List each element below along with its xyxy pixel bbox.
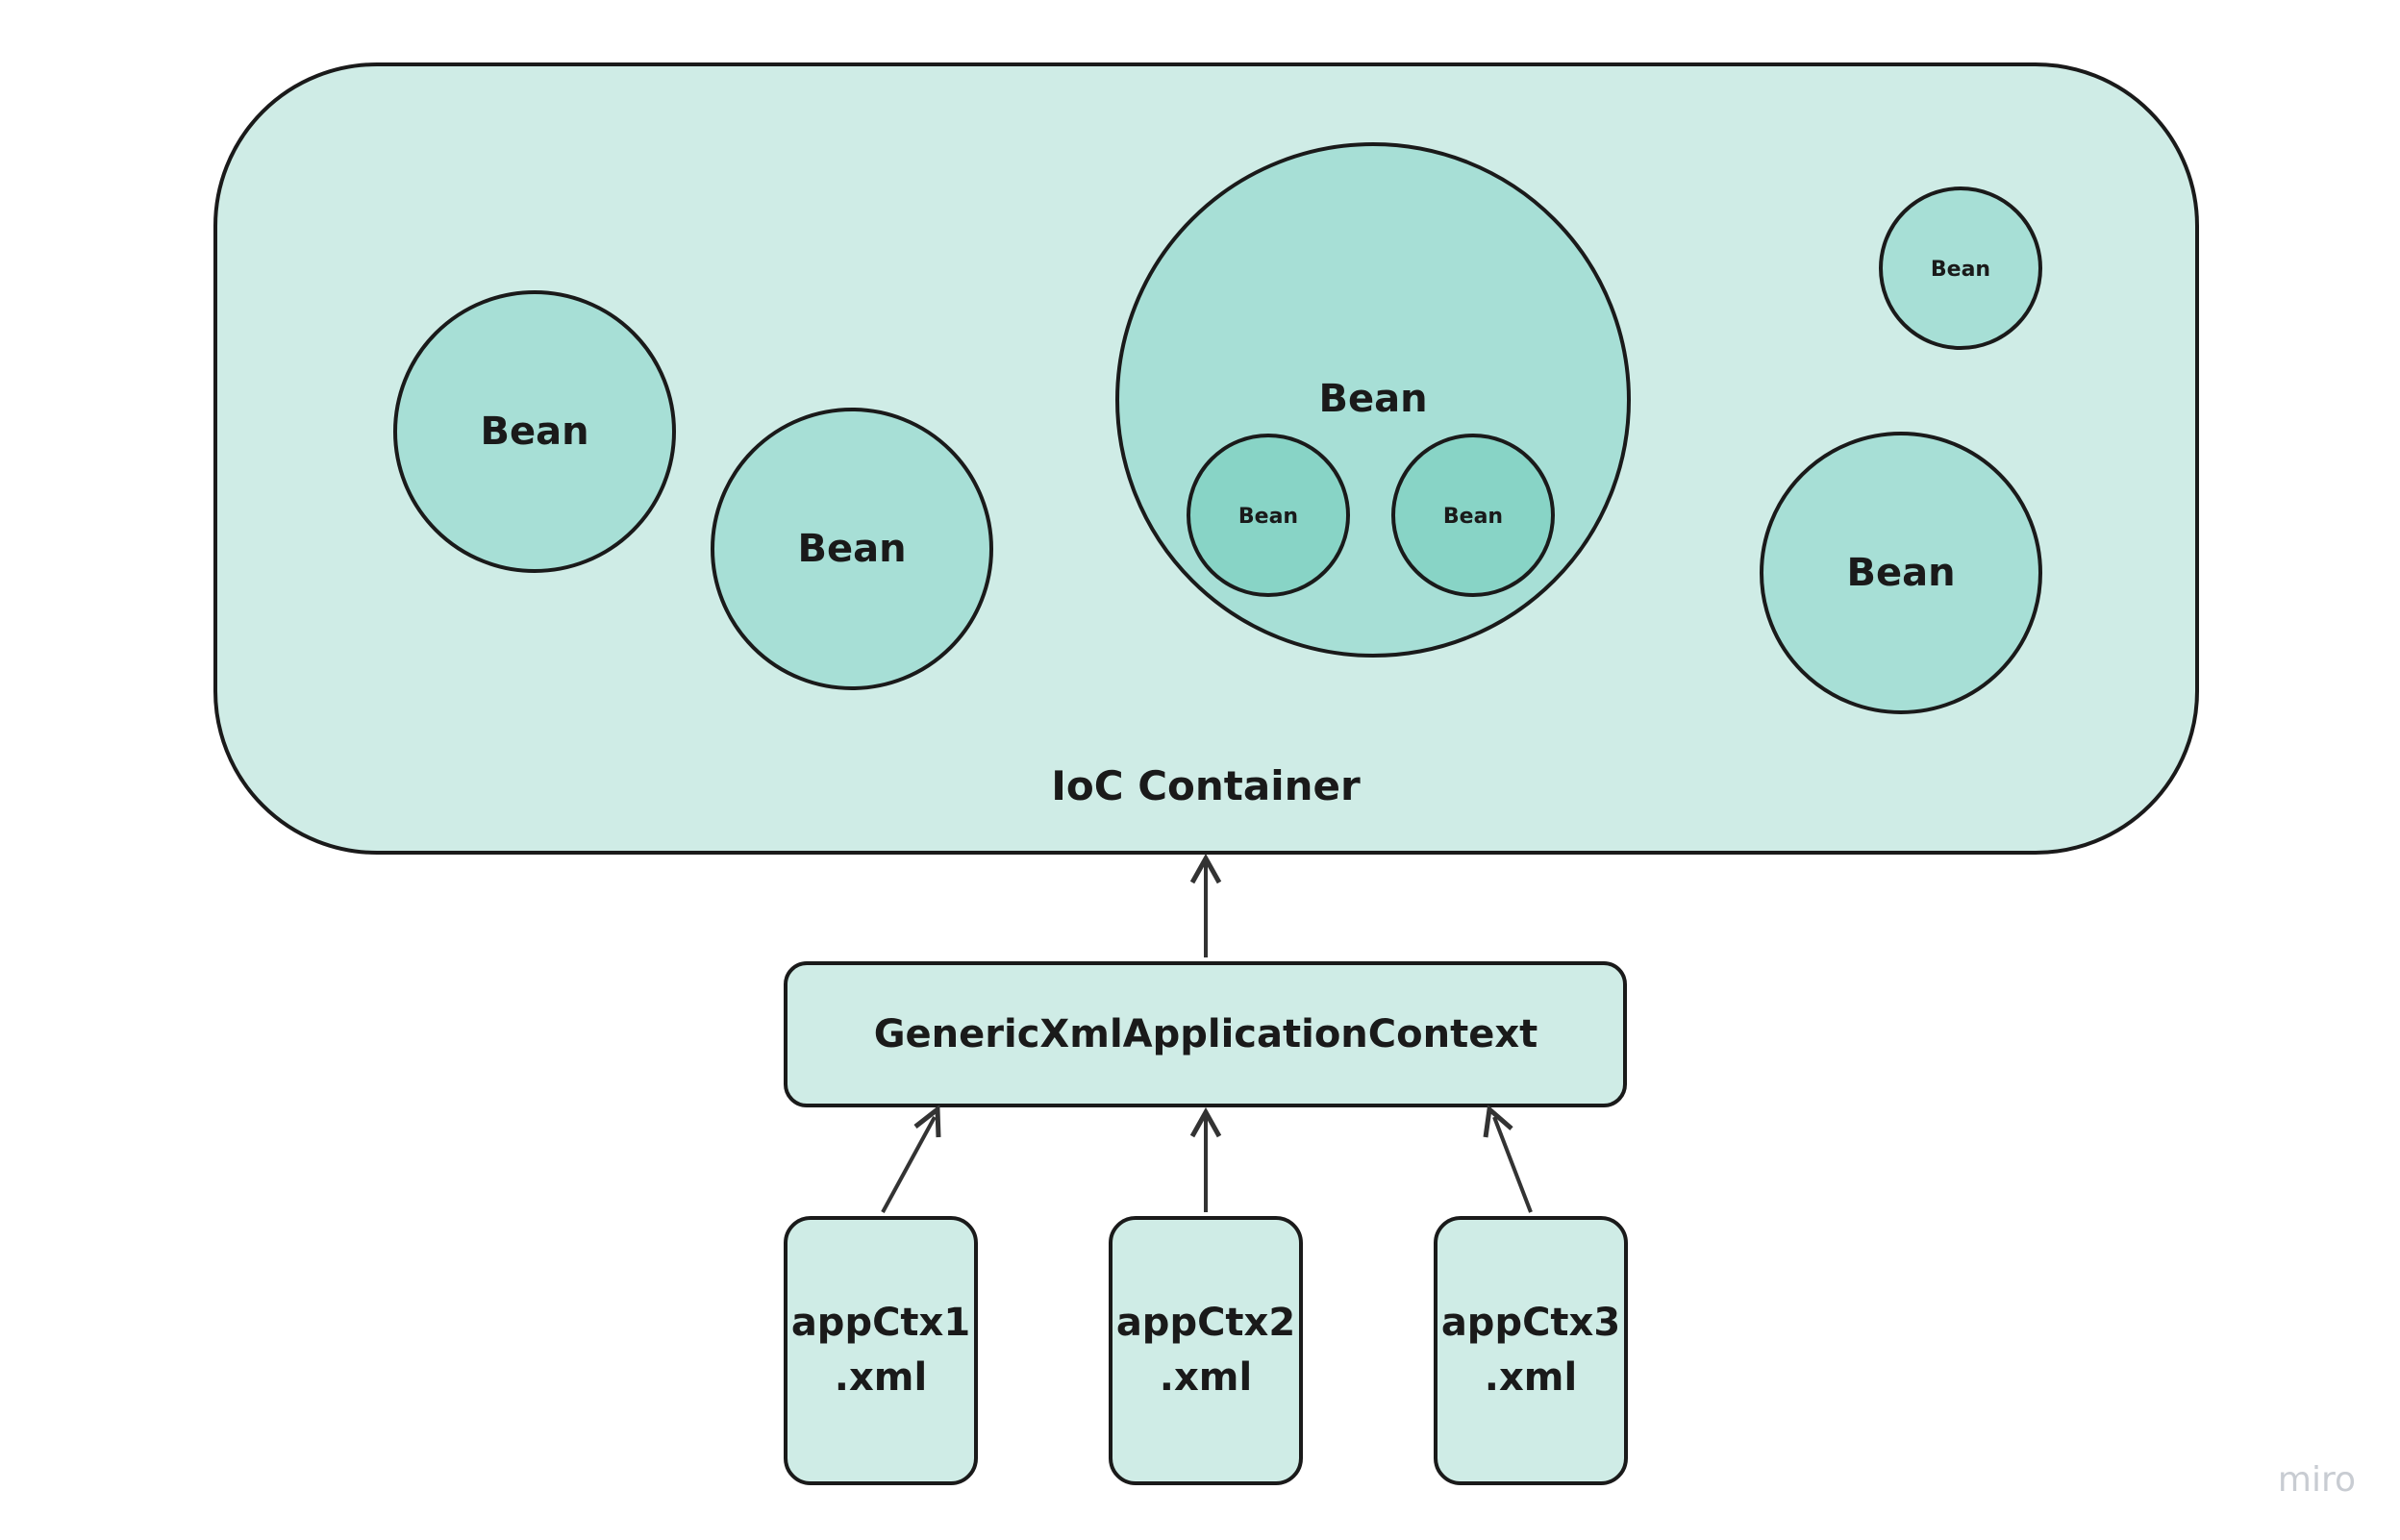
file-appctx2-ext: .xml xyxy=(1160,1355,1252,1400)
bean-3-inner-1[interactable]: Bean xyxy=(1187,434,1350,597)
file-appctx3[interactable]: appCtx3 .xml xyxy=(1434,1216,1628,1485)
file-appctx3-ext: .xml xyxy=(1485,1355,1577,1400)
bean-2-label: Bean xyxy=(797,527,906,571)
ioc-container-label: IoC Container xyxy=(1051,762,1361,809)
bean-3-label: Bean xyxy=(1318,377,1427,421)
application-context-label: GenericXmlApplicationContext xyxy=(874,1012,1538,1056)
bean-3[interactable]: Bean Bean Bean xyxy=(1115,142,1631,658)
bean-3-inner-1-label: Bean xyxy=(1238,505,1298,529)
arrowhead-icon xyxy=(1189,853,1222,884)
file-appctx2[interactable]: appCtx2 .xml xyxy=(1109,1216,1303,1485)
bean-4-label: Bean xyxy=(1931,258,1990,282)
file-appctx3-shape xyxy=(1434,1216,1628,1485)
file-appctx3-name: appCtx3 xyxy=(1441,1301,1620,1345)
bean-1-shape xyxy=(393,290,676,573)
bean-3-inner-2-shape xyxy=(1391,434,1555,597)
bean-5-label: Bean xyxy=(1846,551,1955,595)
arrowhead-icon xyxy=(1483,1105,1513,1138)
bean-2-shape xyxy=(711,408,993,690)
miro-watermark: miro xyxy=(2278,1460,2356,1500)
bean-2[interactable]: Bean xyxy=(711,408,993,690)
arrow-file3-to-context xyxy=(1492,1116,1533,1213)
application-context-box[interactable]: GenericXmlApplicationContext xyxy=(784,961,1627,1107)
file-appctx1-shape xyxy=(784,1216,978,1485)
file-appctx1-ext: .xml xyxy=(835,1355,927,1400)
arrow-file1-to-context xyxy=(881,1116,937,1213)
file-appctx1-name: appCtx1 xyxy=(791,1301,970,1345)
arrowhead-icon xyxy=(1189,1106,1222,1138)
file-appctx1[interactable]: appCtx1 .xml xyxy=(784,1216,978,1485)
bean-3-inner-2[interactable]: Bean xyxy=(1391,434,1555,597)
bean-4[interactable]: Bean xyxy=(1879,186,2042,350)
bean-1[interactable]: Bean xyxy=(393,290,676,573)
bean-4-shape xyxy=(1879,186,2042,350)
file-appctx2-name: appCtx2 xyxy=(1116,1301,1295,1345)
arrowhead-icon xyxy=(913,1105,941,1138)
file-appctx2-shape xyxy=(1109,1216,1303,1485)
bean-1-label: Bean xyxy=(480,410,588,454)
bean-3-inner-1-shape xyxy=(1187,434,1350,597)
application-context-shape xyxy=(784,961,1627,1107)
bean-5-shape xyxy=(1760,432,2042,714)
bean-5[interactable]: Bean xyxy=(1760,432,2042,714)
bean-3-inner-2-label: Bean xyxy=(1443,505,1503,529)
